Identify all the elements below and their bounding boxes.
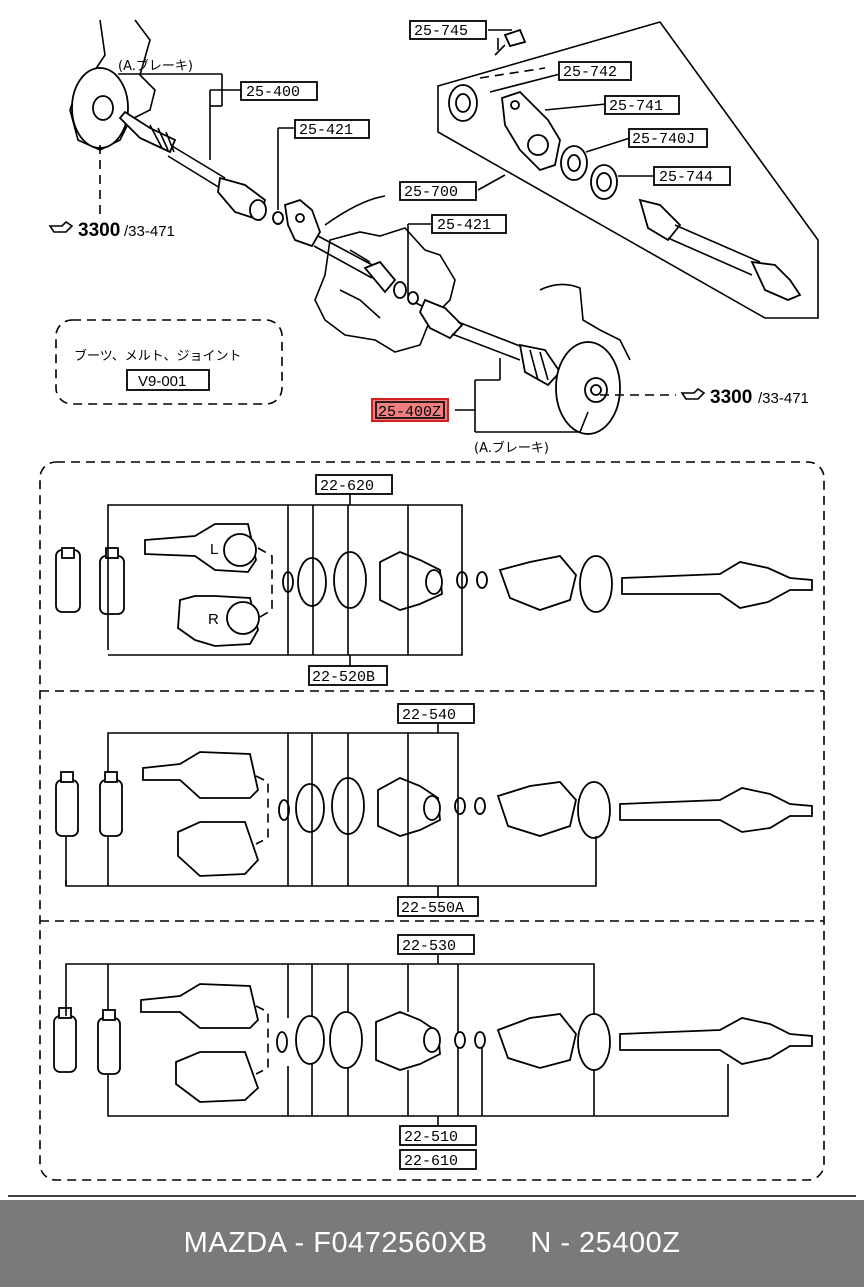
callout-25-421-upper[interactable]: 25-421 — [294, 119, 370, 139]
section-1-parts: L R — [55, 523, 813, 647]
section-2-parts — [55, 751, 813, 877]
pointing-hand-icon — [680, 387, 706, 400]
callout-22-530[interactable]: 22-530 — [397, 934, 475, 955]
callout-25-745[interactable]: 25-745 — [409, 20, 487, 40]
svg-text:ブーツ、メルト、ジョイント: ブーツ、メルト、ジョイント — [74, 348, 241, 364]
callout-25-740j[interactable]: 25-740J — [628, 128, 708, 148]
footer-part-number: N - 25400Z — [530, 1227, 681, 1259]
letter-l: L — [210, 541, 218, 558]
svg-text:3300: 3300 — [78, 220, 120, 241]
svg-text:22-550A: 22-550A — [401, 900, 464, 917]
callout-22-520b[interactable]: 22-520B — [308, 665, 388, 686]
svg-text:25-745: 25-745 — [414, 23, 468, 40]
svg-text:3300: 3300 — [710, 387, 752, 408]
svg-text:22-510: 22-510 — [404, 1129, 458, 1146]
letter-r: R — [208, 611, 219, 628]
callout-25-400[interactable]: 25-400 — [240, 81, 318, 101]
section-1-brackets — [107, 493, 463, 666]
svg-text:/33-471: /33-471 — [124, 223, 175, 240]
section-2-brackets — [65, 722, 597, 897]
svg-text:22-540: 22-540 — [402, 707, 456, 724]
svg-text:25-421: 25-421 — [299, 122, 353, 139]
callout-25-741[interactable]: 25-741 — [604, 95, 680, 115]
section-3-parts — [53, 983, 813, 1103]
callout-22-550a[interactable]: 22-550A — [397, 896, 479, 917]
left-drive-shaft — [118, 110, 284, 225]
center-joint — [283, 198, 379, 279]
callout-22-510[interactable]: 22-510 — [399, 1125, 477, 1146]
callout-22-610[interactable]: 22-610 — [399, 1149, 477, 1170]
footer-brand-code: MAZDA - F0472560XB — [183, 1227, 488, 1259]
callout-25-700[interactable]: 25-700 — [399, 181, 477, 201]
part-number-footer: MAZDA - F0472560XB N - 25400Z — [0, 1200, 864, 1287]
svg-text:22-530: 22-530 — [402, 938, 456, 955]
callout-25-744[interactable]: 25-744 — [653, 166, 731, 186]
callout-22-620[interactable]: 22-620 — [315, 474, 393, 495]
callout-22-540[interactable]: 22-540 — [397, 703, 475, 724]
ref-left[interactable]: 3300 /33-471 — [48, 220, 175, 241]
kit-sections-frame — [39, 461, 825, 1181]
right-wheel-hub — [539, 283, 631, 435]
svg-text:25-400: 25-400 — [246, 84, 300, 101]
svg-text:V9-001: V9-001 — [138, 373, 186, 390]
svg-text:22-520B: 22-520B — [312, 669, 375, 686]
right-drive-shaft — [363, 260, 587, 392]
svg-text:25-744: 25-744 — [659, 169, 713, 186]
callout-25-742[interactable]: 25-742 — [558, 61, 632, 81]
svg-text:25-741: 25-741 — [609, 98, 663, 115]
svg-text:25-700: 25-700 — [404, 184, 458, 201]
svg-text:25-400Z: 25-400Z — [378, 404, 441, 421]
brake-note-top: (A.ブレーキ) — [118, 58, 193, 74]
svg-text:/33-471: /33-471 — [758, 390, 809, 407]
parts-diagram: 25-745 25-742 25-741 25-740J 25-744 25-4… — [8, 19, 856, 1197]
svg-text:25-740J: 25-740J — [632, 131, 695, 148]
ref-right[interactable]: 3300 /33-471 — [680, 387, 809, 408]
callout-25-400z-highlighted[interactable]: 25-400Z — [371, 398, 449, 422]
pointing-hand-icon — [48, 220, 74, 233]
callout-25-421-lower[interactable]: 25-421 — [431, 214, 507, 234]
brake-note-bottom: (A.ブレーキ) — [474, 440, 549, 456]
svg-text:25-421: 25-421 — [437, 217, 491, 234]
section-3-brackets — [65, 953, 729, 1126]
boot-note-box: ブーツ、メルト、ジョイント — [55, 319, 283, 405]
callout-v9-001[interactable]: V9-001 — [126, 369, 210, 391]
left-wheel-hub — [69, 19, 156, 151]
svg-text:22-610: 22-610 — [404, 1153, 458, 1170]
svg-text:22-620: 22-620 — [320, 478, 374, 495]
top-leader-lines — [99, 29, 676, 433]
bearing-support-group — [437, 21, 819, 319]
svg-text:25-742: 25-742 — [563, 64, 617, 81]
